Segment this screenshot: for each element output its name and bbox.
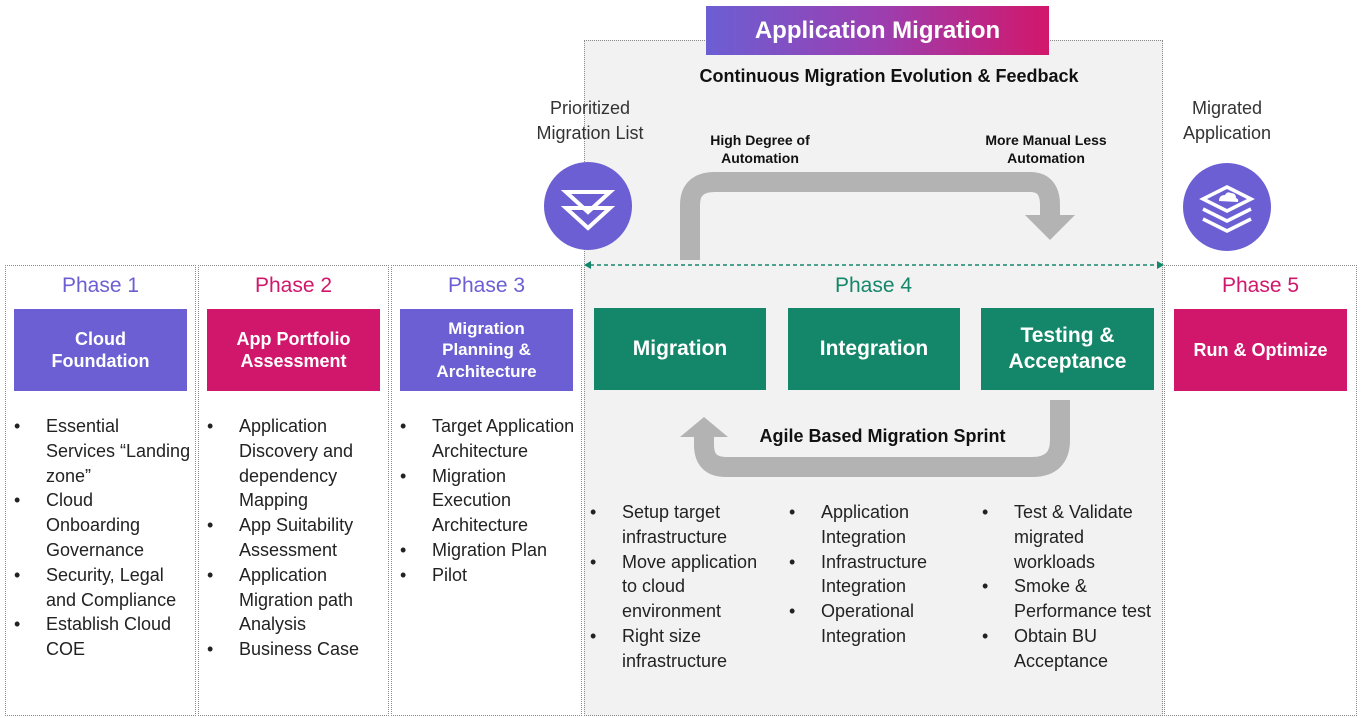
sprint-loop-arrow (680, 400, 1070, 477)
run-optimize-block: Run & Optimize (1174, 309, 1347, 391)
list-item: App Suitability Assessment (207, 513, 385, 563)
list-item: Application Integration (789, 500, 959, 550)
migration-planning-block: Migration Planning & Architecture (400, 309, 573, 391)
list-item: Cloud Onboarding Governance (14, 488, 192, 562)
phase-3-list: Target Application Architecture Migratio… (400, 414, 578, 588)
feedback-title: Continuous Migration Evolution & Feedbac… (699, 66, 1079, 86)
cloud-foundation-block: Cloud Foundation (14, 309, 187, 391)
cloud-layers-icon (1183, 163, 1271, 251)
phase-2-list: Application Discovery and dependency Map… (207, 414, 385, 662)
sprint-label: Agile Based Migration Sprint (759, 426, 1006, 446)
testing-list: Test & Validate migrated workloads Smoke… (982, 500, 1160, 674)
list-item: Operational Integration (789, 599, 959, 649)
migrated-application-caption: Migrated Application (1182, 98, 1272, 143)
list-item: Right size infrastructure (590, 624, 776, 674)
phase-5-title: Phase 5 (1221, 274, 1300, 297)
manual-automation-label: More Manual Less Automation (985, 132, 1107, 166)
list-item: Target Application Architecture (400, 414, 578, 464)
migration-list: Setup target infrastructure Move applica… (590, 500, 776, 674)
double-chevron-down-icon (544, 162, 632, 250)
phase-2-title: Phase 2 (254, 274, 333, 297)
list-item: Pilot (400, 563, 578, 588)
integration-list: Application Integration Infrastructure I… (789, 500, 959, 649)
phase-4-title: Phase 4 (834, 274, 913, 297)
integration-block: Integration (788, 308, 960, 390)
list-item: Migration Execution Architecture (400, 464, 578, 538)
feedback-arrow (680, 172, 1075, 260)
list-item: Setup target infrastructure (590, 500, 776, 550)
list-item: Obtain BU Acceptance (982, 624, 1160, 674)
prioritized-list-caption: Prioritized Migration List (536, 98, 644, 143)
list-item: Security, Legal and Compliance (14, 563, 192, 613)
list-item: Infrastructure Integration (789, 550, 959, 600)
list-item: Business Case (207, 637, 385, 662)
list-item: Smoke & Performance test (982, 574, 1160, 624)
testing-acceptance-block: Testing & Acceptance (981, 308, 1154, 390)
high-automation-label: High Degree of Automation (710, 132, 810, 166)
phase-1-title: Phase 1 (61, 274, 140, 297)
list-item: Application Discovery and dependency Map… (207, 414, 385, 513)
list-item: Test & Validate migrated workloads (982, 500, 1160, 574)
list-item: Establish Cloud COE (14, 612, 192, 662)
list-item: Move application to cloud environment (590, 550, 776, 624)
app-portfolio-assessment-block: App Portfolio Assessment (207, 309, 380, 391)
phase-4-boundary-line (584, 261, 1164, 269)
list-item: Migration Plan (400, 538, 578, 563)
phase-3-title: Phase 3 (447, 274, 526, 297)
application-migration-banner: Application Migration (706, 6, 1049, 55)
list-item: Essential Services “Landing zone” (14, 414, 192, 488)
migration-block: Migration (594, 308, 766, 390)
phase-1-list: Essential Services “Landing zone” Cloud … (14, 414, 192, 662)
list-item: Application Migration path Analysis (207, 563, 385, 637)
